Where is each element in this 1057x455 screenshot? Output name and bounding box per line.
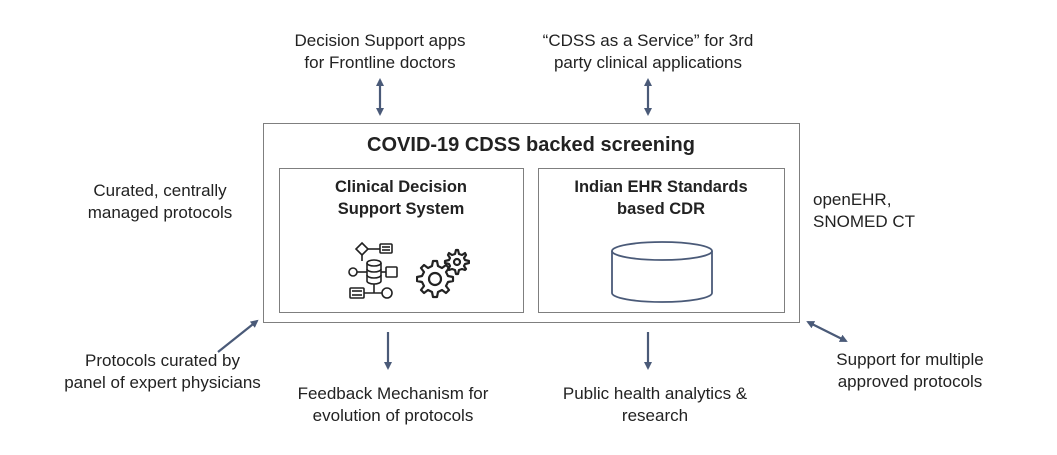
apps-label-line1: Decision Support apps [294, 31, 466, 50]
curated-label: Curated, centrally managed protocols [70, 180, 250, 224]
cdss-box: Clinical Decision Support System [279, 168, 524, 313]
cdss-title-line1: Clinical Decision [334, 178, 468, 196]
cdr-title-line2: based CDR [616, 200, 706, 218]
feedback-label-line2: evolution of protocols [312, 406, 474, 425]
service-label-line2: party clinical applications [553, 53, 743, 72]
analytics-label-line1: Public health analytics & [562, 384, 748, 403]
cdr-title: Indian EHR Standards based CDR [539, 176, 783, 220]
support-label-line2: approved protocols [837, 372, 983, 391]
apps-label-line2: for Frontline doctors [304, 53, 456, 72]
gears-icon [416, 248, 470, 299]
support-label-line1: Support for multiple [836, 350, 984, 369]
feedback-label-line1: Feedback Mechanism for [297, 384, 489, 403]
analytics-label: Public health analytics & research [540, 383, 770, 427]
cdr-box: Indian EHR Standards based CDR [538, 168, 785, 313]
service-label-line1: “CDSS as a Service” for 3rd [542, 31, 754, 50]
apps-label: Decision Support apps for Frontline doct… [270, 30, 490, 74]
main-title: COVID-19 CDSS backed screening [367, 134, 695, 156]
curated-label-line1: Curated, centrally [93, 181, 227, 200]
curated-label-line2: managed protocols [87, 203, 233, 222]
standards-label-line2: SNOMED CT [813, 212, 915, 231]
database-icon [611, 241, 713, 303]
analytics-label-line2: research [621, 406, 689, 425]
cdss-title: Clinical Decision Support System [280, 176, 522, 220]
panel-label-line2: panel of expert physicians [64, 373, 261, 392]
panel-label-line1: Protocols curated by [85, 351, 240, 370]
standards-label-line1: openEHR, [813, 190, 892, 209]
support-arrow [806, 321, 848, 342]
support-label: Support for multiple approved protocols [820, 349, 1000, 393]
feedback-label: Feedback Mechanism for evolution of prot… [278, 383, 508, 427]
standards-label: openEHR, SNOMED CT [813, 189, 963, 233]
main-box: COVID-19 CDSS backed screening Clinical … [263, 123, 800, 323]
panel-label: Protocols curated by panel of expert phy… [55, 350, 270, 394]
service-label: “CDSS as a Service” for 3rd party clinic… [528, 30, 768, 74]
panel-arrow [217, 319, 259, 353]
cdr-title-line1: Indian EHR Standards [574, 178, 748, 196]
flowchart-icon [348, 241, 398, 299]
cdss-title-line2: Support System [337, 200, 465, 218]
